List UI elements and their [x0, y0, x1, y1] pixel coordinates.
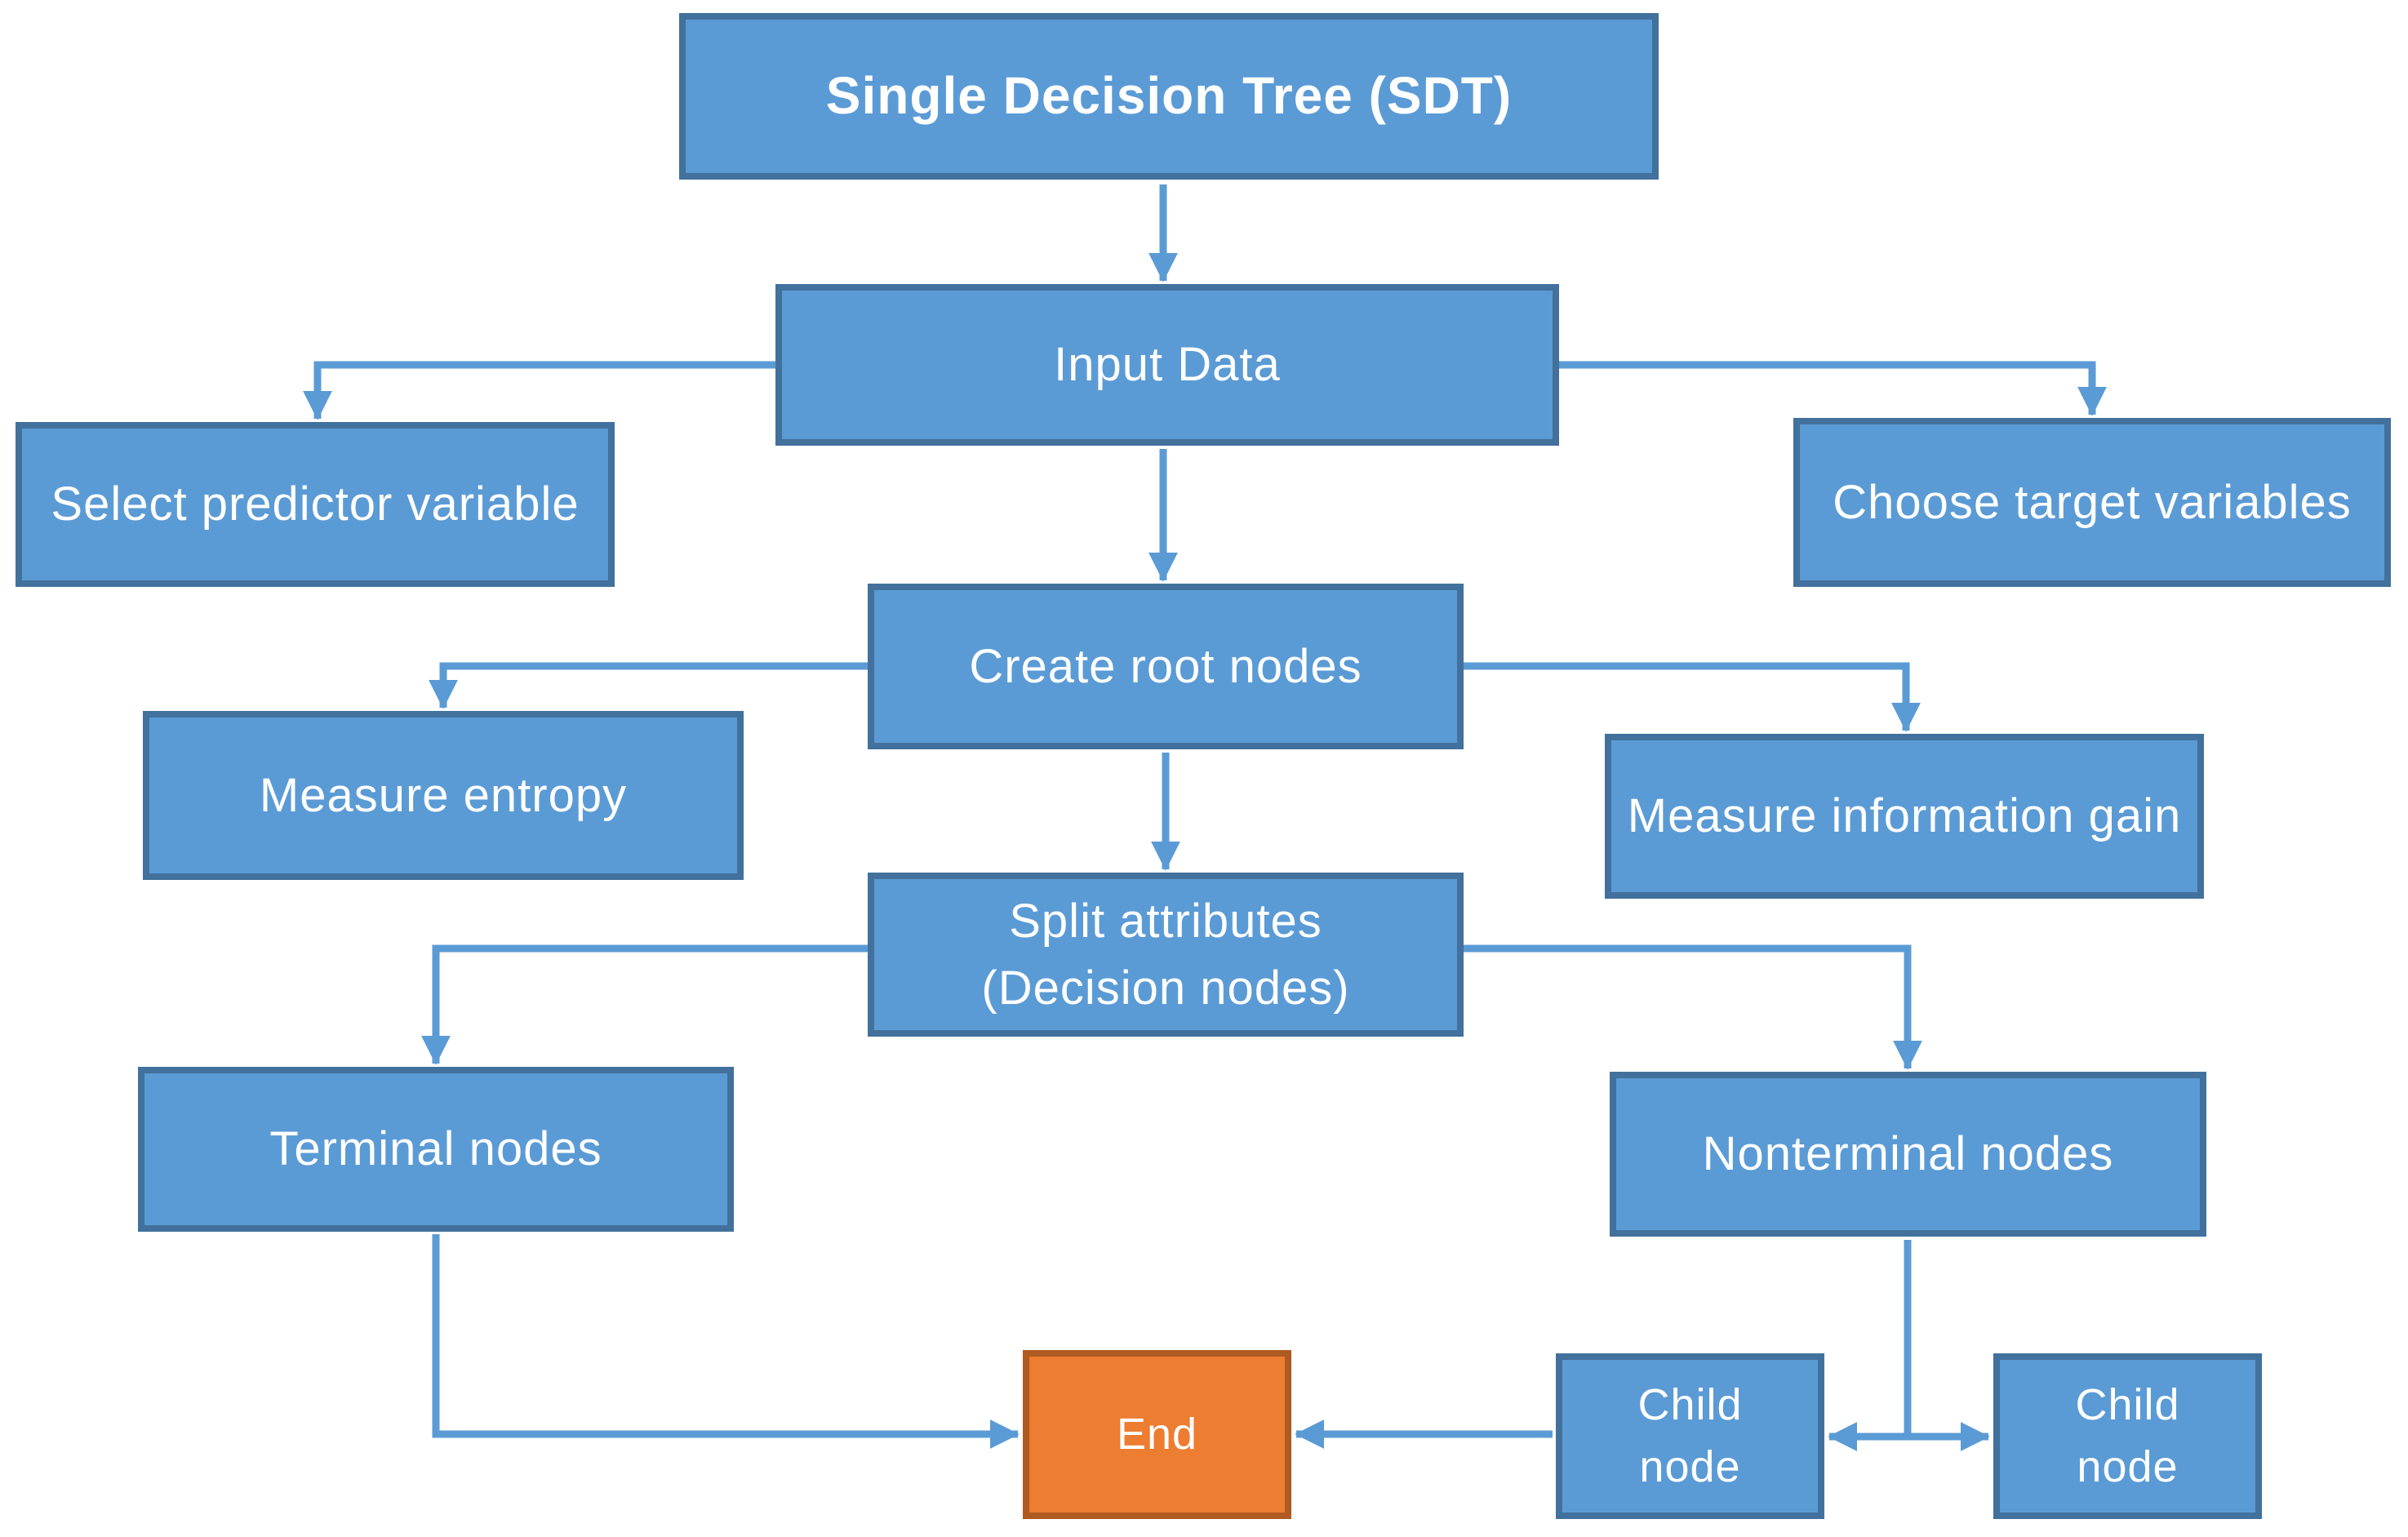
- node-choose-target-variables: Choose target variables: [1793, 418, 2391, 587]
- connector-input-to-select-predictor: [303, 361, 780, 420]
- node-child-right: Child node: [1993, 1353, 2262, 1519]
- node-create-root-nodes-label: Create root nodes: [969, 639, 1362, 693]
- connector-create-root-to-measure-info-gain: [1460, 662, 1921, 732]
- connector-split-to-nonterminal: [1460, 944, 1922, 1070]
- node-child-left-line2: node: [1639, 1441, 1741, 1491]
- node-child-right-line1: Child: [2075, 1379, 2180, 1429]
- node-measure-entropy: Measure entropy: [143, 711, 744, 880]
- node-terminal-nodes: Terminal nodes: [138, 1067, 734, 1232]
- node-measure-information-gain-label: Measure information gain: [1627, 789, 2182, 843]
- node-input-data: Input Data: [775, 284, 1559, 446]
- node-measure-information-gain: Measure information gain: [1605, 734, 2204, 899]
- node-split-attributes-line2: (Decision nodes): [981, 961, 1350, 1015]
- node-sdt-title-label: Single Decision Tree (SDT): [825, 66, 1513, 126]
- connector-split-to-terminal: [421, 944, 871, 1065]
- connector-input-to-choose-target: [1555, 361, 2107, 416]
- node-sdt-title: Single Decision Tree (SDT): [679, 13, 1659, 180]
- node-nonterminal-nodes-label: Nonterminal nodes: [1702, 1127, 2114, 1181]
- node-input-data-label: Input Data: [1054, 338, 1281, 392]
- node-choose-target-variables-label: Choose target variables: [1833, 475, 2352, 529]
- node-child-right-line2: node: [2077, 1441, 2179, 1491]
- node-create-root-nodes: Create root nodes: [868, 584, 1464, 749]
- node-child-left-line1: Child: [1637, 1379, 1743, 1429]
- node-measure-entropy-label: Measure entropy: [259, 768, 628, 822]
- connector-terminal-to-end: [432, 1234, 1020, 1449]
- node-end-label: End: [1116, 1409, 1198, 1459]
- node-select-predictor-variable-label: Select predictor variable: [51, 478, 580, 531]
- node-split-attributes: Split attributes (Decision nodes): [868, 873, 1464, 1037]
- node-split-attributes-line1: Split attributes: [1009, 895, 1322, 948]
- node-end: End: [1023, 1350, 1291, 1519]
- node-select-predictor-variable: Select predictor variable: [16, 422, 615, 587]
- node-nonterminal-nodes: Nonterminal nodes: [1610, 1072, 2206, 1237]
- node-terminal-nodes-label: Terminal nodes: [269, 1122, 602, 1176]
- node-child-left: Child node: [1556, 1353, 1824, 1519]
- connector-create-root-to-measure-entropy: [429, 662, 871, 709]
